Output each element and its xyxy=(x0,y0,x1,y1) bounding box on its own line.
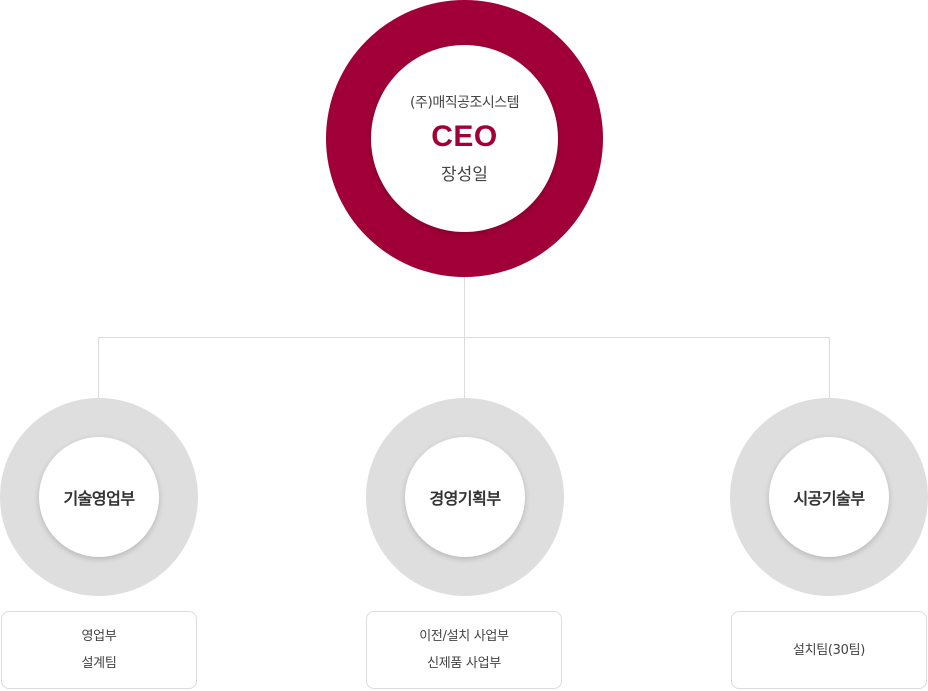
subunit-item: 이전/설치 사업부 xyxy=(419,629,509,644)
company-name: (주)매직공조시스템 xyxy=(410,95,519,111)
department-name: 경영기획부 xyxy=(429,489,501,508)
department-subunits-box: 영업부 설계팀 xyxy=(1,611,197,689)
department-node-inner: 기술영업부 xyxy=(39,437,159,557)
department-node-management-planning: 경영기획부 xyxy=(366,398,564,596)
subunit-item: 신제품 사업부 xyxy=(427,656,501,671)
ceo-title: CEO xyxy=(431,120,498,153)
department-node-inner: 경영기획부 xyxy=(405,437,525,557)
department-subunits-box: 설치팀(30팀) xyxy=(731,611,927,689)
ceo-node-inner: (주)매직공조시스템 CEO 장성일 xyxy=(371,45,558,232)
department-node-construction-tech: 시공기술부 xyxy=(730,398,928,596)
ceo-name: 장성일 xyxy=(441,165,488,185)
subunit-item: 설치팀(30팀) xyxy=(792,642,866,658)
department-node-sales-tech: 기술영업부 xyxy=(0,398,198,596)
department-name: 기술영업부 xyxy=(63,489,135,508)
branch-connector-left xyxy=(98,337,99,398)
department-node-inner: 시공기술부 xyxy=(769,437,889,557)
branch-connector-horizontal xyxy=(98,337,830,338)
department-name: 시공기술부 xyxy=(793,489,865,508)
department-subunits-box: 이전/설치 사업부 신제품 사업부 xyxy=(366,611,562,689)
ceo-node: (주)매직공조시스템 CEO 장성일 xyxy=(326,0,603,277)
subunit-item: 설계팀 xyxy=(81,656,117,671)
branch-connector-right xyxy=(829,337,830,398)
subunit-item: 영업부 xyxy=(81,629,117,644)
